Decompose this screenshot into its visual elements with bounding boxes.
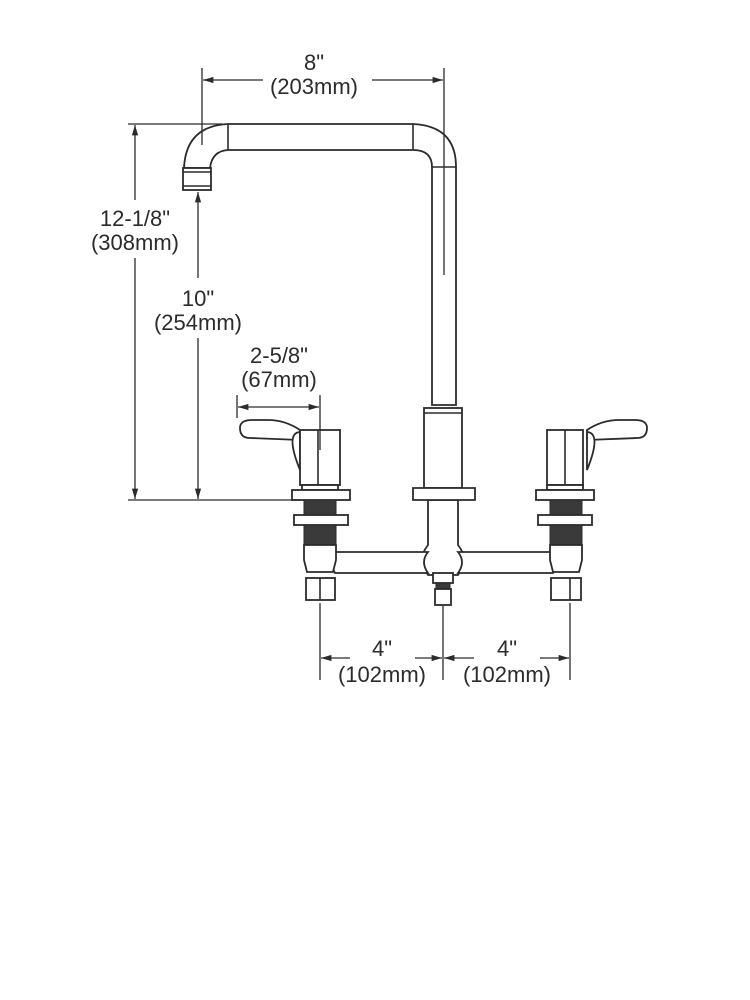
right-spacing-metric: (102mm) bbox=[463, 662, 551, 687]
overall-height-imperial: 12-1/8" bbox=[100, 206, 170, 231]
right-lever-handle bbox=[586, 419, 648, 441]
dimension-spout-reach: 8" (203mm) bbox=[201, 50, 445, 275]
left-spacing-metric: (102mm) bbox=[338, 662, 426, 687]
dimension-spout-height: 10" (254mm) bbox=[154, 192, 242, 499]
handle-length-metric: (67mm) bbox=[241, 367, 317, 392]
spout-reach-imperial: 8" bbox=[304, 50, 324, 75]
handle-length-imperial: 2-5/8" bbox=[250, 343, 308, 368]
left-handle-valve bbox=[239, 419, 351, 601]
dimension-handle-length: 2-5/8" (67mm) bbox=[236, 343, 321, 450]
center-body bbox=[412, 407, 476, 606]
right-handle-valve bbox=[535, 419, 648, 601]
spout-height-imperial: 10" bbox=[182, 286, 214, 311]
left-lever-handle bbox=[239, 419, 301, 441]
spout-reach-metric: (203mm) bbox=[270, 74, 358, 99]
dimension-overall-height: 12-1/8" (308mm) bbox=[91, 123, 300, 501]
dimension-spacing: 4" (102mm) 4" (102mm) bbox=[319, 603, 571, 687]
spout-height-metric: (254mm) bbox=[154, 310, 242, 335]
aerator bbox=[182, 167, 212, 191]
supply-connector bbox=[432, 572, 454, 584]
overall-height-metric: (308mm) bbox=[91, 230, 179, 255]
left-spacing-imperial: 4" bbox=[372, 636, 392, 661]
spout bbox=[182, 123, 457, 406]
right-spacing-imperial: 4" bbox=[497, 636, 517, 661]
